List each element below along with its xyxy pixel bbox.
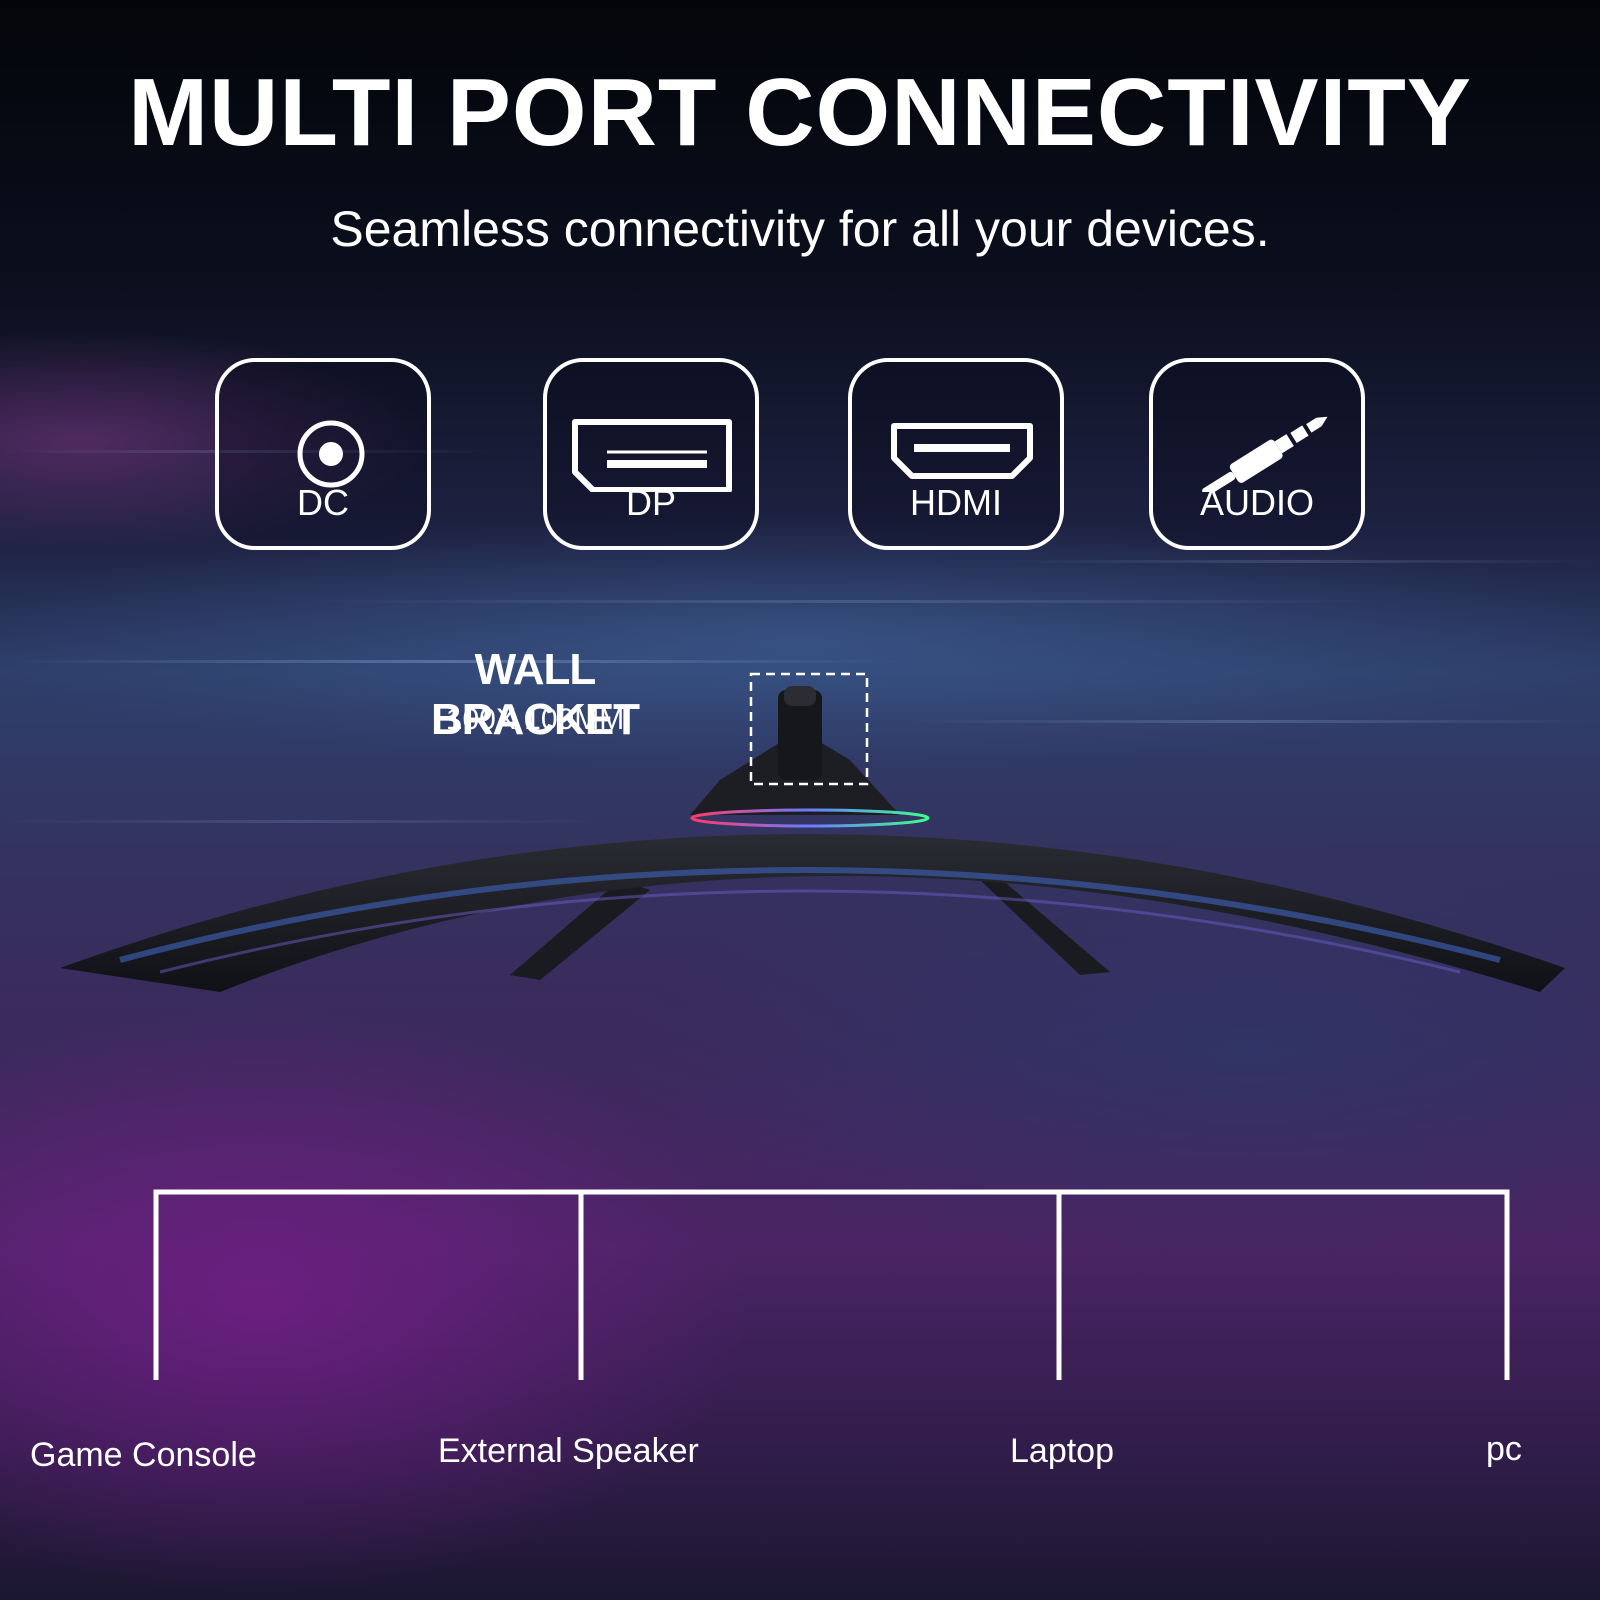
hdmi-icon <box>891 423 1033 479</box>
port-label-dc: DC <box>297 482 349 523</box>
port-label-audio: AUDIO <box>1199 482 1314 523</box>
device-label-pc: pc <box>1486 1430 1522 1468</box>
port-label-dp: DP <box>625 482 676 523</box>
displayport-icon <box>572 419 732 492</box>
port-dc: DC <box>215 358 431 550</box>
dc-power-icon <box>297 420 365 488</box>
device-label-external-speaker: External Speaker <box>438 1432 699 1470</box>
port-hdmi: HDMI <box>848 358 1064 550</box>
page-title: MULTI PORT CONNECTIVITY <box>128 59 1472 166</box>
port-label-hdmi: HDMI <box>910 482 1002 523</box>
wall-bracket-spec: 100X 100MM <box>445 703 625 736</box>
page-subtitle: Seamless connectivity for all your devic… <box>330 201 1270 257</box>
device-label-laptop: Laptop <box>1010 1432 1114 1470</box>
device-connector-lines <box>153 1189 1510 1380</box>
port-dp: DP <box>543 358 759 550</box>
audio-jack-icon <box>1202 416 1328 492</box>
curved-monitor-image <box>60 672 1565 992</box>
wall-bracket-title: WALL BRACKET <box>430 645 640 744</box>
port-audio: AUDIO <box>1149 358 1365 550</box>
device-label-game-console: Game Console <box>30 1436 257 1474</box>
